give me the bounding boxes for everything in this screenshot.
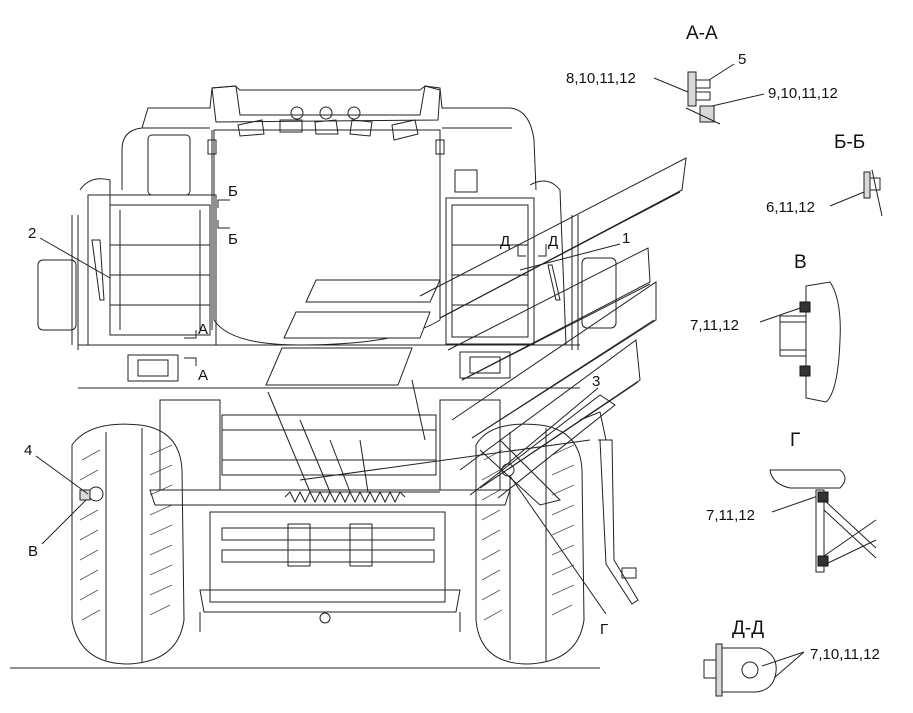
body-outline bbox=[121, 85, 537, 191]
callout-3: 3 bbox=[592, 373, 600, 390]
callout-v: В bbox=[28, 543, 38, 560]
detail-d-d: Д-Д 7,10,11,12 bbox=[703, 618, 880, 697]
detail-v-ref: 7,11,12 bbox=[690, 317, 739, 334]
detail-v-title: В bbox=[794, 252, 807, 273]
detail-b-b-ref: 6,11,12 bbox=[766, 199, 815, 216]
detail-g-ref: 7,11,12 bbox=[706, 507, 755, 524]
detail-d-d-title: Д-Д bbox=[732, 618, 764, 639]
cut-mark-d-left: Д bbox=[500, 233, 510, 250]
detail-b-b-title: Б-Б bbox=[834, 132, 865, 153]
detail-a-a-title: А-А bbox=[686, 23, 718, 44]
cut-mark-d-right: Д bbox=[548, 233, 558, 250]
plate-1 bbox=[305, 279, 441, 303]
cut-mark-b-bottom: Б bbox=[228, 231, 238, 248]
combine-rear-view bbox=[10, 85, 639, 669]
detail-a-a-ref-right: 9,10,11,12 bbox=[768, 85, 838, 102]
cut-mark-a-top: А bbox=[198, 321, 208, 338]
plate-2 bbox=[283, 311, 431, 339]
right-wheel bbox=[475, 423, 585, 665]
left-wheel bbox=[71, 423, 185, 665]
detail-v: В 7,11,12 bbox=[690, 252, 841, 403]
detail-g: Г 7,11,12 bbox=[706, 430, 877, 573]
cut-mark-a-bottom: А bbox=[198, 367, 208, 384]
detail-b-b: Б-Б 6,11,12 bbox=[766, 132, 883, 217]
plate-3 bbox=[265, 347, 413, 386]
plates bbox=[265, 157, 687, 506]
callout-4: 4 bbox=[24, 442, 32, 459]
detail-a-a-ref-left: 8,10,11,12 bbox=[566, 70, 636, 87]
cut-mark-b-top: Б bbox=[228, 183, 238, 200]
detail-d-d-ref: 7,10,11,12 bbox=[810, 646, 880, 663]
detail-a-a: А-А 5 8,10,11,12 9,10,11,12 bbox=[566, 23, 838, 125]
callout-g: Г bbox=[600, 621, 608, 638]
detail-g-title: Г bbox=[790, 430, 800, 451]
callout-1: 1 bbox=[622, 230, 630, 247]
cut-marks: Б Б А А Д Д bbox=[184, 183, 558, 384]
callout-2: 2 bbox=[28, 225, 36, 242]
detail-a-a-ref-top: 5 bbox=[738, 51, 746, 68]
callouts: 2 1 3 4 В Г bbox=[24, 225, 630, 638]
